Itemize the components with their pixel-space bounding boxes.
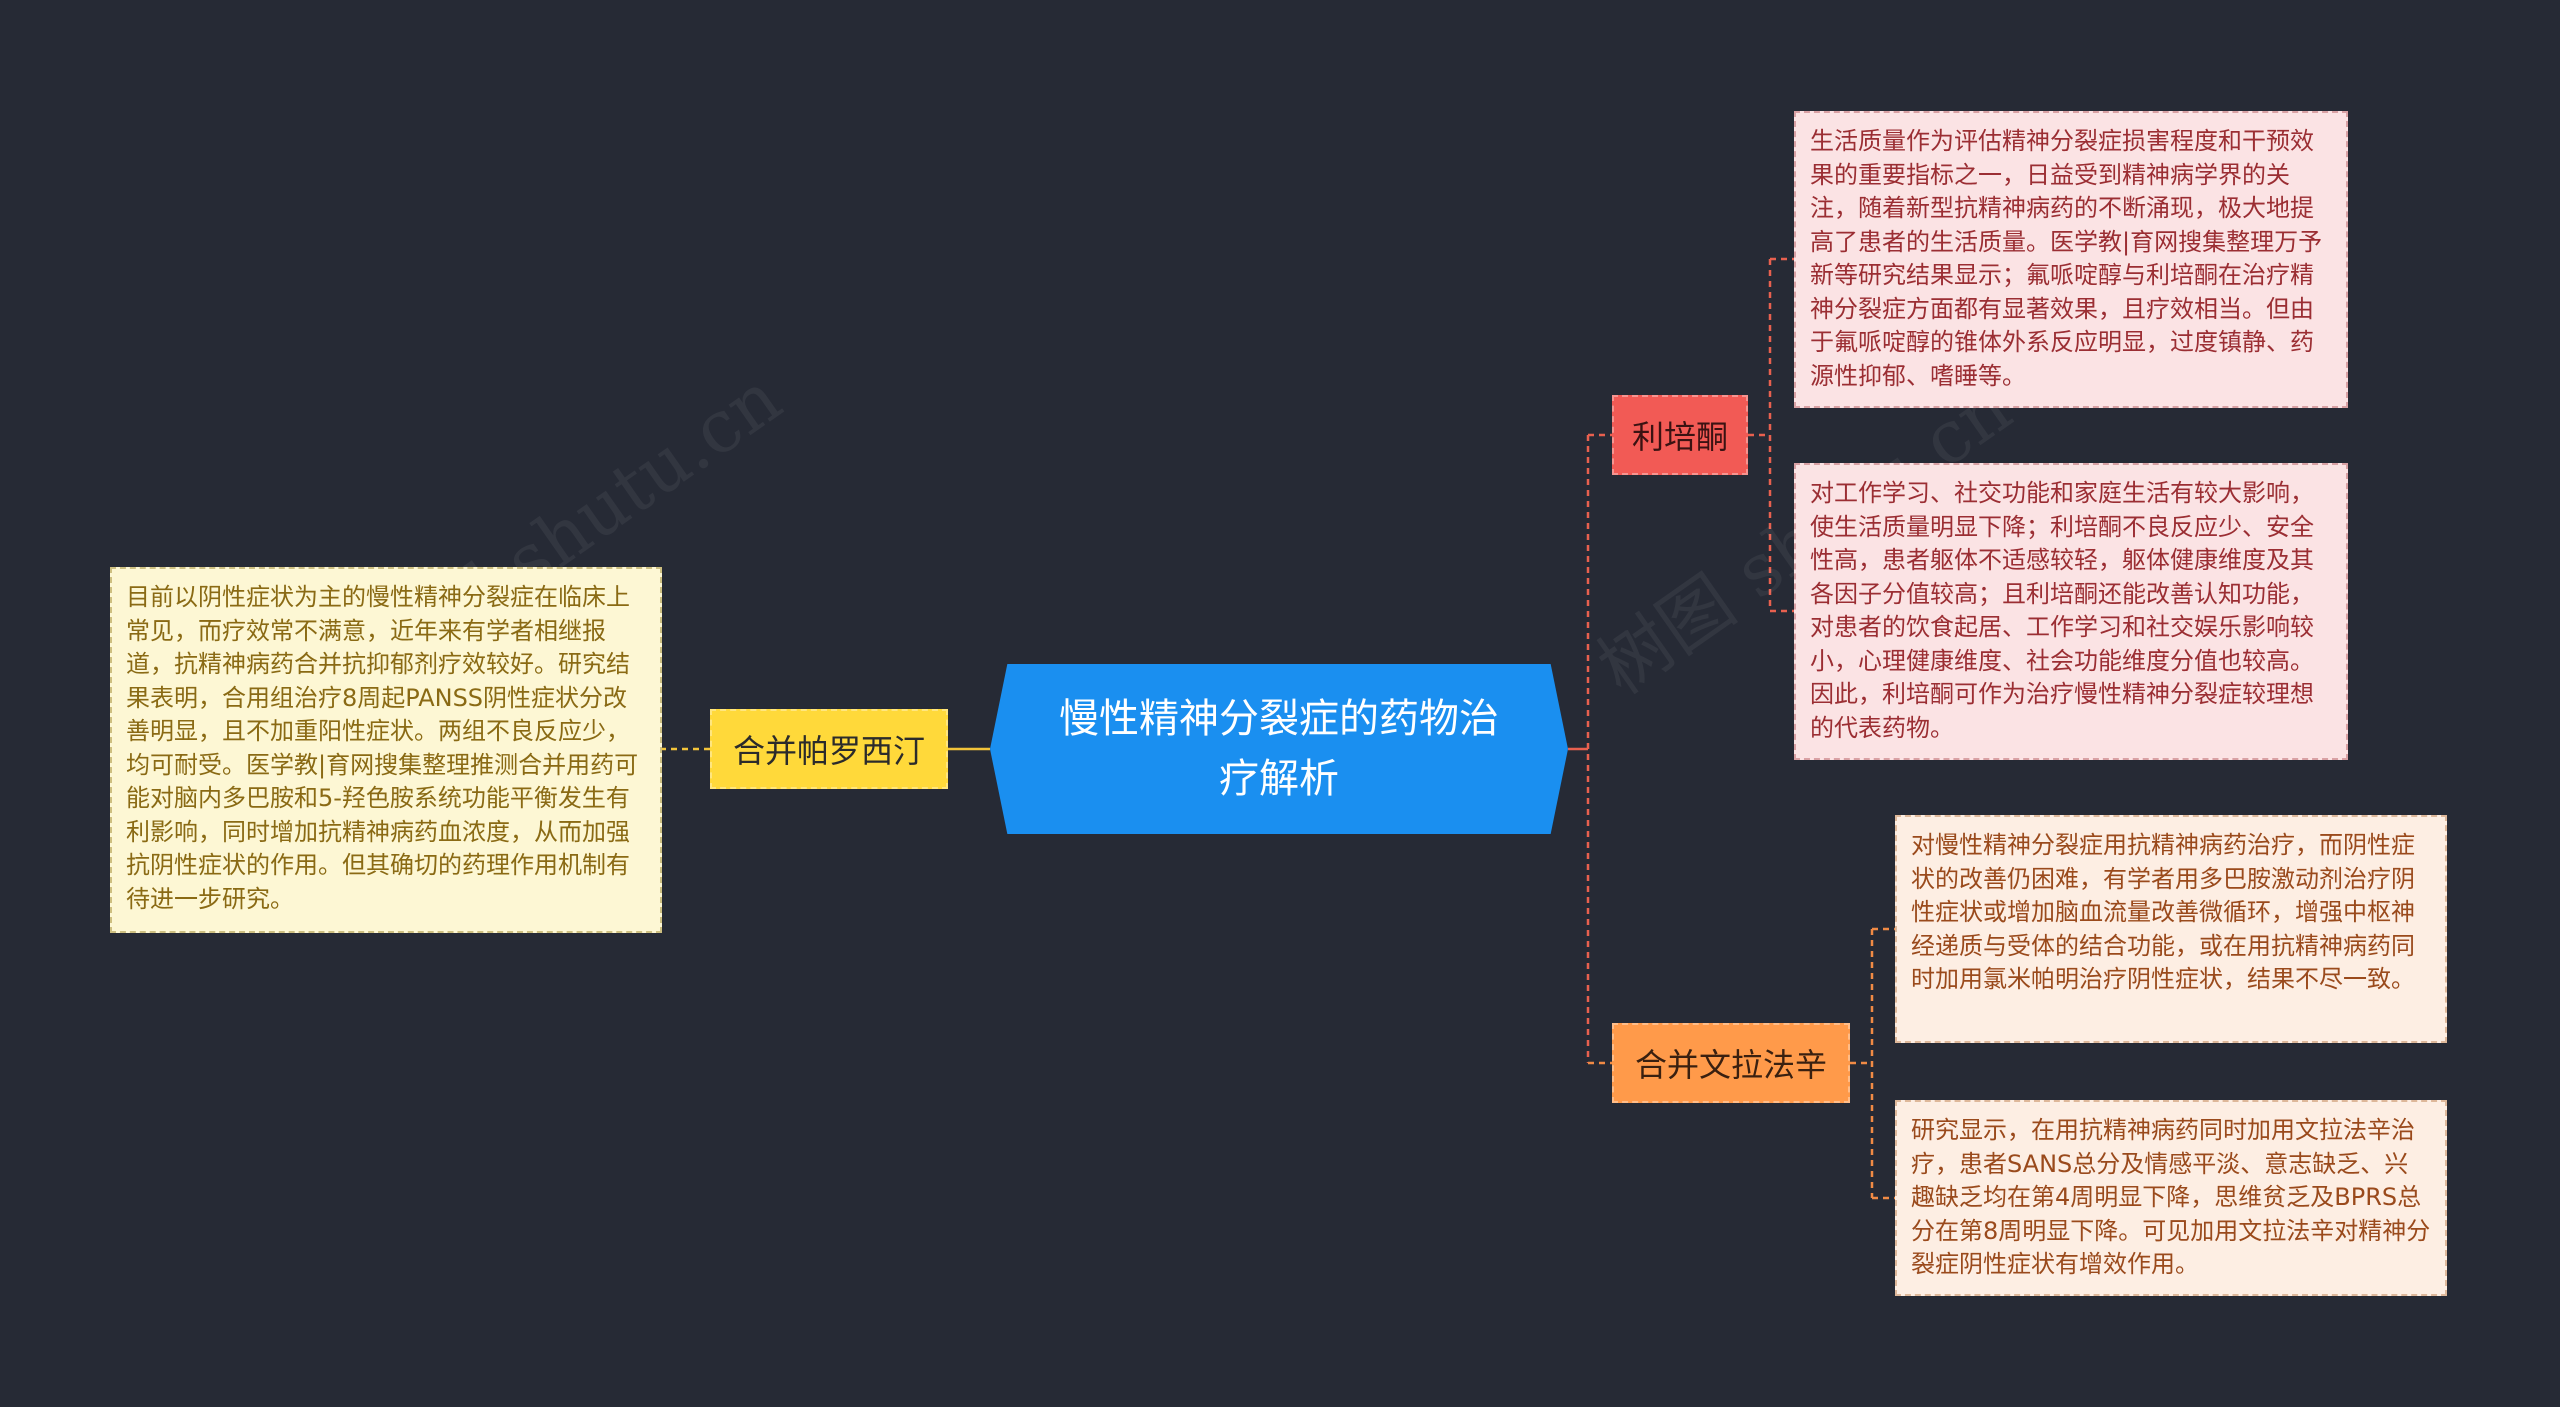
branch-venlafaxine-label: 合并文拉法辛 xyxy=(1634,1046,1827,1084)
branch-risperidone[interactable]: 利培酮 xyxy=(1612,395,1748,475)
leaf-risperidone-note-1[interactable]: 生活质量作为评估精神分裂症损害程度和干预效果的重要指标之一，日益受到精神病学界的… xyxy=(1794,111,2348,408)
leaf-venlafaxine-note-1[interactable]: 对慢性精神分裂症用抗精神病药治疗，而阴性症状的改善仍困难，有学者用多巴胺激动剂治… xyxy=(1895,815,2447,1043)
branch-risperidone-label: 利培酮 xyxy=(1631,418,1728,456)
root-topic[interactable]: 慢性精神分裂症的药物治疗解析 xyxy=(990,664,1568,834)
root-topic-label: 慢性精神分裂症的药物治疗解析 xyxy=(1059,696,1499,802)
leaf-venlafaxine-note-2[interactable]: 研究显示，在用抗精神病药同时加用文拉法辛治疗，患者SANS总分及情感平淡、意志缺… xyxy=(1895,1100,2447,1296)
leaf-venlafaxine-text-1: 对慢性精神分裂症用抗精神病药治疗，而阴性症状的改善仍困难，有学者用多巴胺激动剂治… xyxy=(1911,831,2415,993)
branch-venlafaxine[interactable]: 合并文拉法辛 xyxy=(1612,1023,1850,1103)
leaf-risperidone-note-2[interactable]: 对工作学习、社交功能和家庭生活有较大影响，使生活质量明显下降；利培酮不良反应少、… xyxy=(1794,463,2348,760)
branch-paroxetine[interactable]: 合并帕罗西汀 xyxy=(710,709,948,789)
leaf-paroxetine-note[interactable]: 目前以阴性症状为主的慢性精神分裂症在临床上常见，而疗效常不满意，近年来有学者相继… xyxy=(110,567,662,933)
leaf-risperidone-text-2: 对工作学习、社交功能和家庭生活有较大影响，使生活质量明显下降；利培酮不良反应少、… xyxy=(1810,479,2314,742)
branch-paroxetine-label: 合并帕罗西汀 xyxy=(732,732,925,770)
leaf-paroxetine-text: 目前以阴性症状为主的慢性精神分裂症在临床上常见，而疗效常不满意，近年来有学者相继… xyxy=(126,583,639,913)
leaf-venlafaxine-text-2: 研究显示，在用抗精神病药同时加用文拉法辛治疗，患者SANS总分及情感平淡、意志缺… xyxy=(1911,1116,2431,1278)
leaf-risperidone-text-1: 生活质量作为评估精神分裂症损害程度和干预效果的重要指标之一，日益受到精神病学界的… xyxy=(1810,127,2323,390)
